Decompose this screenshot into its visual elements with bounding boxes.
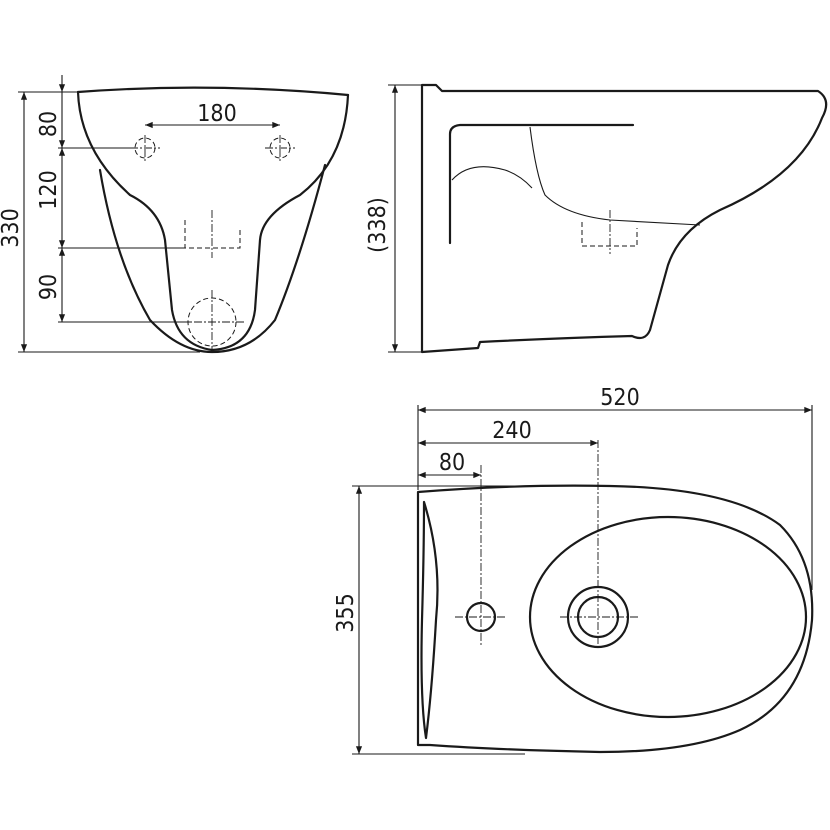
top-view: 520 240 80 355 bbox=[333, 385, 814, 755]
side-view: (338) bbox=[365, 83, 828, 354]
dim-to-fixing: 80 bbox=[439, 450, 465, 476]
dim-width: 355 bbox=[333, 593, 359, 633]
dim-holes-to-outlet: 120 bbox=[36, 170, 62, 210]
dim-hole-spacing: 180 bbox=[197, 101, 237, 127]
dim-top-to-holes: 80 bbox=[36, 111, 62, 137]
dim-side-height: (338) bbox=[365, 197, 391, 253]
front-view: 180 80 120 90 330 bbox=[0, 75, 350, 354]
dim-to-outlet: 240 bbox=[492, 418, 532, 444]
dim-outlet: 90 bbox=[36, 274, 62, 300]
dim-front-height: 330 bbox=[0, 208, 24, 248]
dim-length: 520 bbox=[600, 385, 640, 411]
